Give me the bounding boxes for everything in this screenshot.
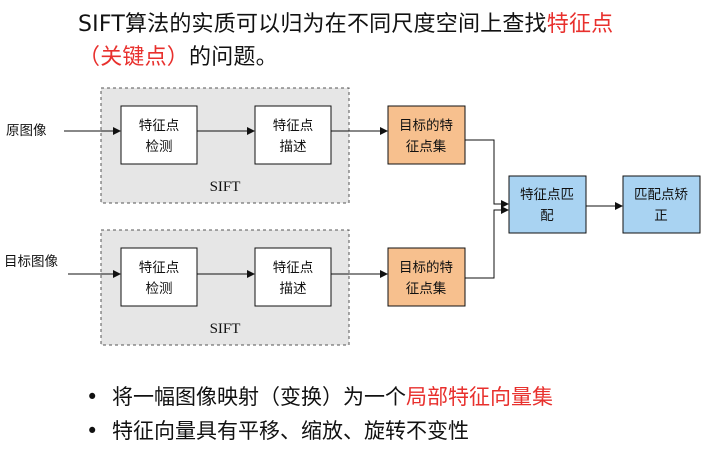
- bullet-1-text: 将一幅图像映射（变换）为一个: [112, 385, 406, 409]
- correct-box: [622, 175, 701, 234]
- heading-highlight-keypoints: 特征点: [546, 12, 614, 37]
- bullet-item-1: • 将一幅图像映射（变换）为一个局部特征向量集: [80, 380, 680, 414]
- input-target-image-label: 目标图像: [4, 254, 58, 270]
- detect-box-bottom-line2: 检测: [146, 281, 173, 297]
- keypoint-set-box-bottom-line1: 目标的特: [399, 260, 453, 276]
- sift-group-top-label: SIFT: [210, 179, 241, 195]
- heading: SIFT算法的实质可以归为在不同尺度空间上查找特征点 （关键点）的问题。: [78, 8, 678, 74]
- detect-box-top-line2: 检测: [146, 139, 173, 155]
- keypoint-set-box-bottom-line2: 征点集: [406, 281, 447, 297]
- heading-lead: SIFT算法的实质可以归为在不同尺度空间上查找: [78, 12, 547, 37]
- connector-top-set-to-match: [465, 139, 509, 208]
- describe-box-bottom: [254, 247, 332, 307]
- input-source-image-label: 原图像: [6, 123, 47, 139]
- bullet-item-2: • 特征向量具有平移、缩放、旋转不变性: [80, 414, 680, 448]
- heading-line-2: （关键点）的问题。: [78, 41, 678, 74]
- describe-box-top-line1: 特征点: [273, 118, 314, 134]
- heading-tail: 的问题。: [189, 45, 278, 70]
- detect-box-bottom-line1: 特征点: [139, 260, 180, 276]
- keypoint-set-box-top-line2: 征点集: [406, 139, 447, 155]
- match-box: [508, 175, 587, 234]
- detect-box-bottom: [120, 247, 198, 307]
- describe-box-bottom-line2: 描述: [280, 281, 307, 297]
- keypoint-set-box-bottom: [387, 247, 466, 307]
- connector-bottom-set-to-match: [465, 206, 509, 279]
- correct-box-line1: 匹配点矫: [634, 187, 688, 203]
- bullet-list: • 将一幅图像映射（变换）为一个局部特征向量集 • 特征向量具有平移、缩放、旋转不变…: [80, 380, 680, 448]
- bullet-dot-icon: •: [86, 419, 99, 443]
- match-box-line1: 特征点匹: [520, 187, 574, 203]
- describe-box-bottom-line1: 特征点: [273, 260, 314, 276]
- bullet-1-highlight: 局部特征向量集: [406, 385, 553, 409]
- keypoint-set-box-top: [387, 105, 466, 165]
- sift-group-bottom-label: SIFT: [210, 321, 241, 337]
- describe-box-top-line2: 描述: [280, 139, 307, 155]
- heading-highlight-paren: （关键点）: [78, 45, 190, 70]
- detect-box-top: [120, 105, 198, 165]
- keypoint-set-box-top-line1: 目标的特: [399, 118, 453, 134]
- correct-box-line2: 正: [654, 208, 668, 224]
- describe-box-top: [254, 105, 332, 165]
- bullet-dot-icon: •: [86, 385, 99, 409]
- detect-box-top-line1: 特征点: [139, 118, 180, 134]
- match-box-line2: 配: [540, 208, 554, 224]
- bullet-2-text: 特征向量具有平移、缩放、旋转不变性: [112, 419, 469, 443]
